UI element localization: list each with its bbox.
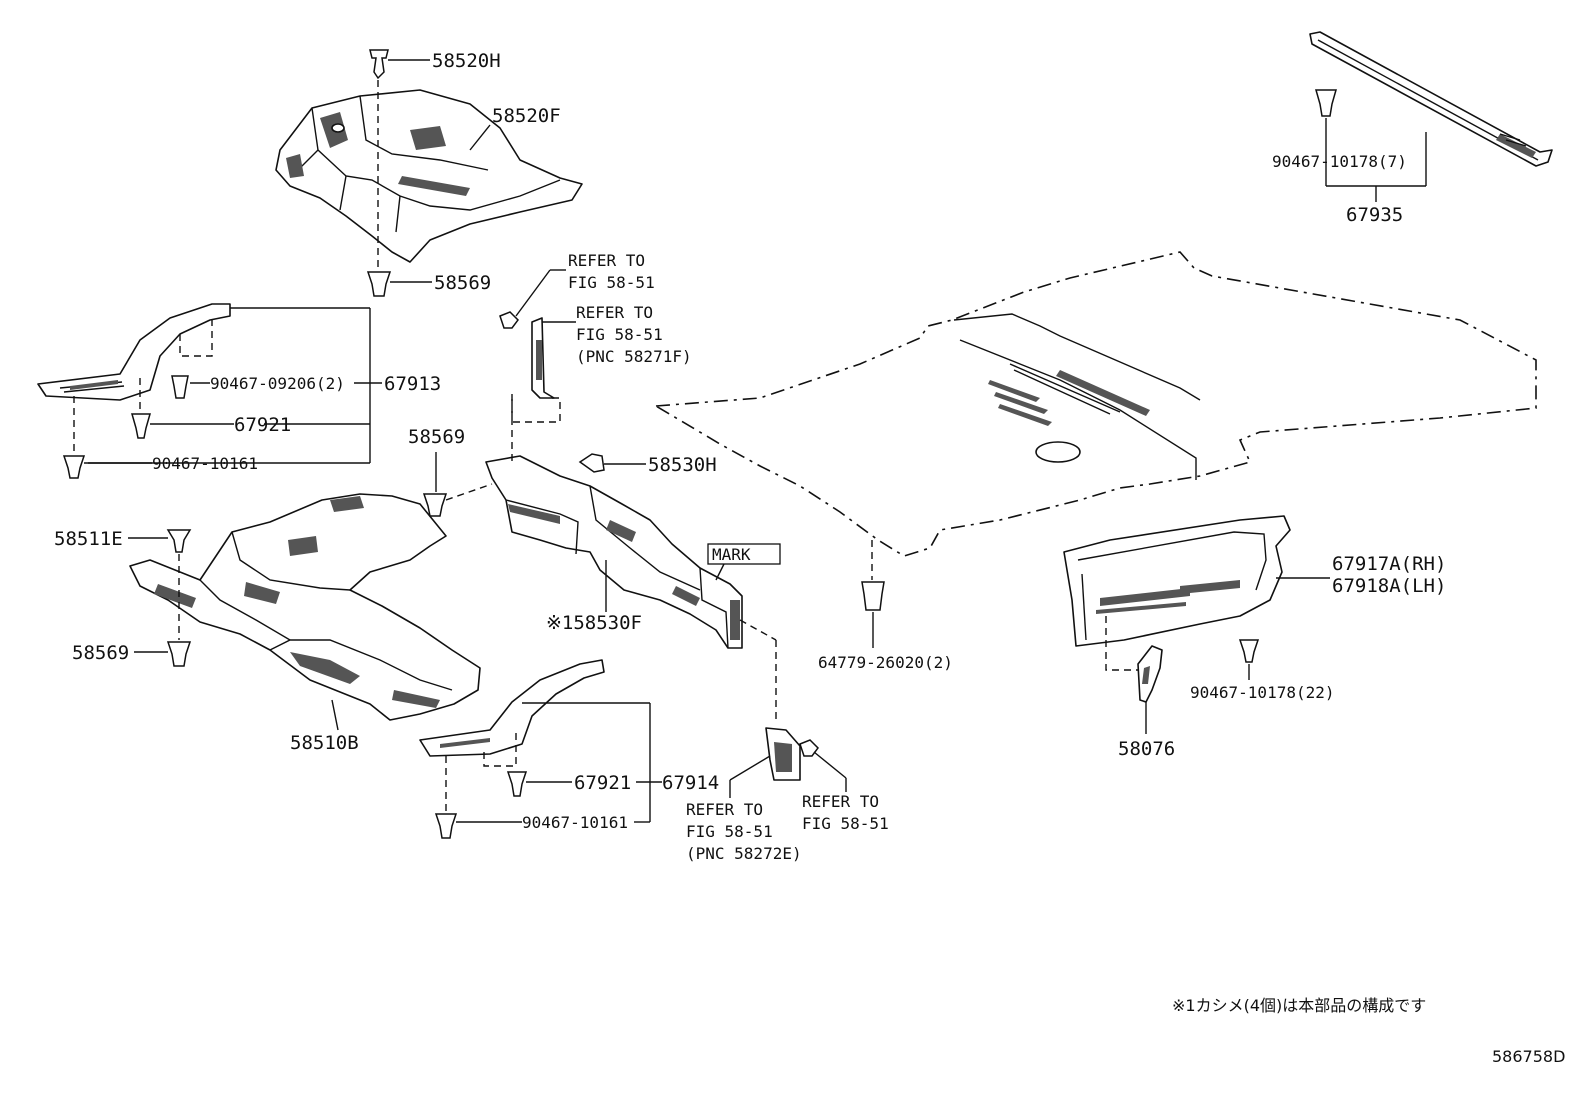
scuff-plate-67914 [419,659,605,812]
bracket-58076 [1137,645,1163,734]
refer4-line2: FIG 58-51 [802,814,889,833]
label-58530F: ※158530F [546,612,642,634]
label-90467-10178-22: 90467-10178(22) [1190,683,1335,702]
label-58569-mid: 58569 [408,426,465,448]
clip-90467-10178-7 [1315,89,1427,202]
clip-67921-a [131,413,234,439]
refer2-line3: (PNC 58271F) [576,347,692,366]
figure-id: 586758D [1492,1047,1565,1066]
label-58520H: 58520H [432,50,501,72]
clip-58569-left [134,641,192,667]
clip-90467-10161-b [434,813,522,839]
refer1-line2: FIG 58-51 [568,273,655,292]
center-silencer-58530F [485,394,777,724]
clip-58520H [369,49,430,268]
clip-58530H [578,453,646,473]
refer2-line2: FIG 58-51 [576,325,663,344]
clip-58569-mid [422,452,493,517]
label-90467-10161-a: 90467-10161 [152,454,258,473]
label-67914: 67914 [662,772,719,794]
refer-fig-58-51-pnc-58272E [729,727,801,798]
label-67913: 67913 [384,373,441,395]
label-64779-26020: 64779-26020(2) [818,653,953,672]
floor-silencer-58510B [129,493,481,721]
refer3-line3: (PNC 58272E) [686,844,802,863]
refer-fig-58-51-pnc-58271F [511,317,576,423]
label-mark: MARK [712,545,751,564]
front-floor-silencer-58520F [275,89,583,263]
clip-90467-09206 [171,375,210,399]
label-58520F: 58520F [492,105,561,127]
label-58511E: 58511E [54,528,123,550]
refer2-line1: REFER TO [576,303,653,322]
refer3-line1: REFER TO [686,800,763,819]
label-90467-10161-b: 90467-10161 [522,813,628,832]
refer-fig-58-51-a [499,269,566,329]
label-58076: 58076 [1118,738,1175,760]
clip-64779-26020 [861,581,885,648]
label-90467-10178-7: 90467-10178(7) [1272,152,1407,171]
label-67921-a: 67921 [234,414,291,436]
refer4-line1: REFER TO [802,792,879,811]
label-58569-top: 58569 [434,272,491,294]
label-90467-09206: 90467-09206(2) [210,374,345,393]
bracket-lines-67914 [522,702,662,823]
label-67921-b: 67921 [574,772,631,794]
label-58530H: 58530H [648,454,717,476]
label-67935: 67935 [1346,204,1403,226]
clip-58511E [128,529,192,640]
scuff-plate-67935 [1309,31,1553,167]
refer-fig-58-51-b [799,739,847,792]
label-67917A: 67917A(RH) [1332,553,1446,575]
clip-58569-top [366,271,432,297]
clip-90467-10178-22 [1238,639,1260,680]
footnote: ※1カシメ(4個)は本部品の構成です [1172,996,1426,1015]
label-67918A: 67918A(LH) [1332,575,1446,597]
mark-callout [707,543,781,581]
rear-floor-outline [653,251,1537,580]
label-58569-left: 58569 [72,642,129,664]
label-58510B: 58510B [290,732,359,754]
rear-trim-67917A-67918A [1063,515,1330,671]
scuff-plate-67913 [37,303,231,456]
refer3-line2: FIG 58-51 [686,822,773,841]
clip-90467-10161-a [62,455,152,479]
clip-67921-b [506,771,572,797]
refer1-line1: REFER TO [568,251,645,270]
